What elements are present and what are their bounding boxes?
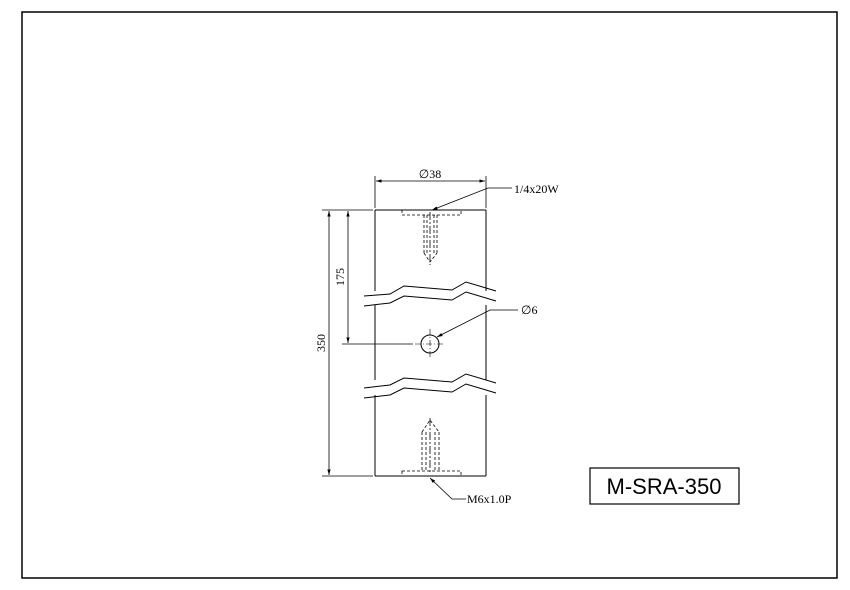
total-length-dimension — [322, 209, 373, 477]
half-length-dimension — [342, 211, 413, 345]
half-length-label: 175 — [333, 268, 347, 286]
total-length-label: 350 — [314, 334, 328, 352]
lower-break-lines — [363, 373, 497, 399]
part-number: M-SRA-350 — [607, 474, 722, 499]
center-hole — [415, 329, 445, 359]
diameter-label: ∅38 — [419, 167, 441, 181]
top-thread-hole — [401, 209, 462, 265]
hole-label: ∅6 — [521, 303, 537, 317]
bottom-thread-label: M6x1.0P — [467, 492, 512, 506]
hole-leader — [436, 309, 518, 338]
bottom-thread-leader — [429, 477, 466, 500]
top-thread-leader — [431, 187, 512, 211]
title-block — [589, 467, 740, 505]
top-thread-label: 1/4x20W — [514, 182, 559, 196]
bottom-thread-hole — [401, 418, 462, 477]
diameter-dimension — [374, 176, 487, 208]
drawing-frame — [21, 11, 838, 579]
rod-body — [374, 209, 487, 477]
upper-break-lines — [363, 281, 497, 307]
